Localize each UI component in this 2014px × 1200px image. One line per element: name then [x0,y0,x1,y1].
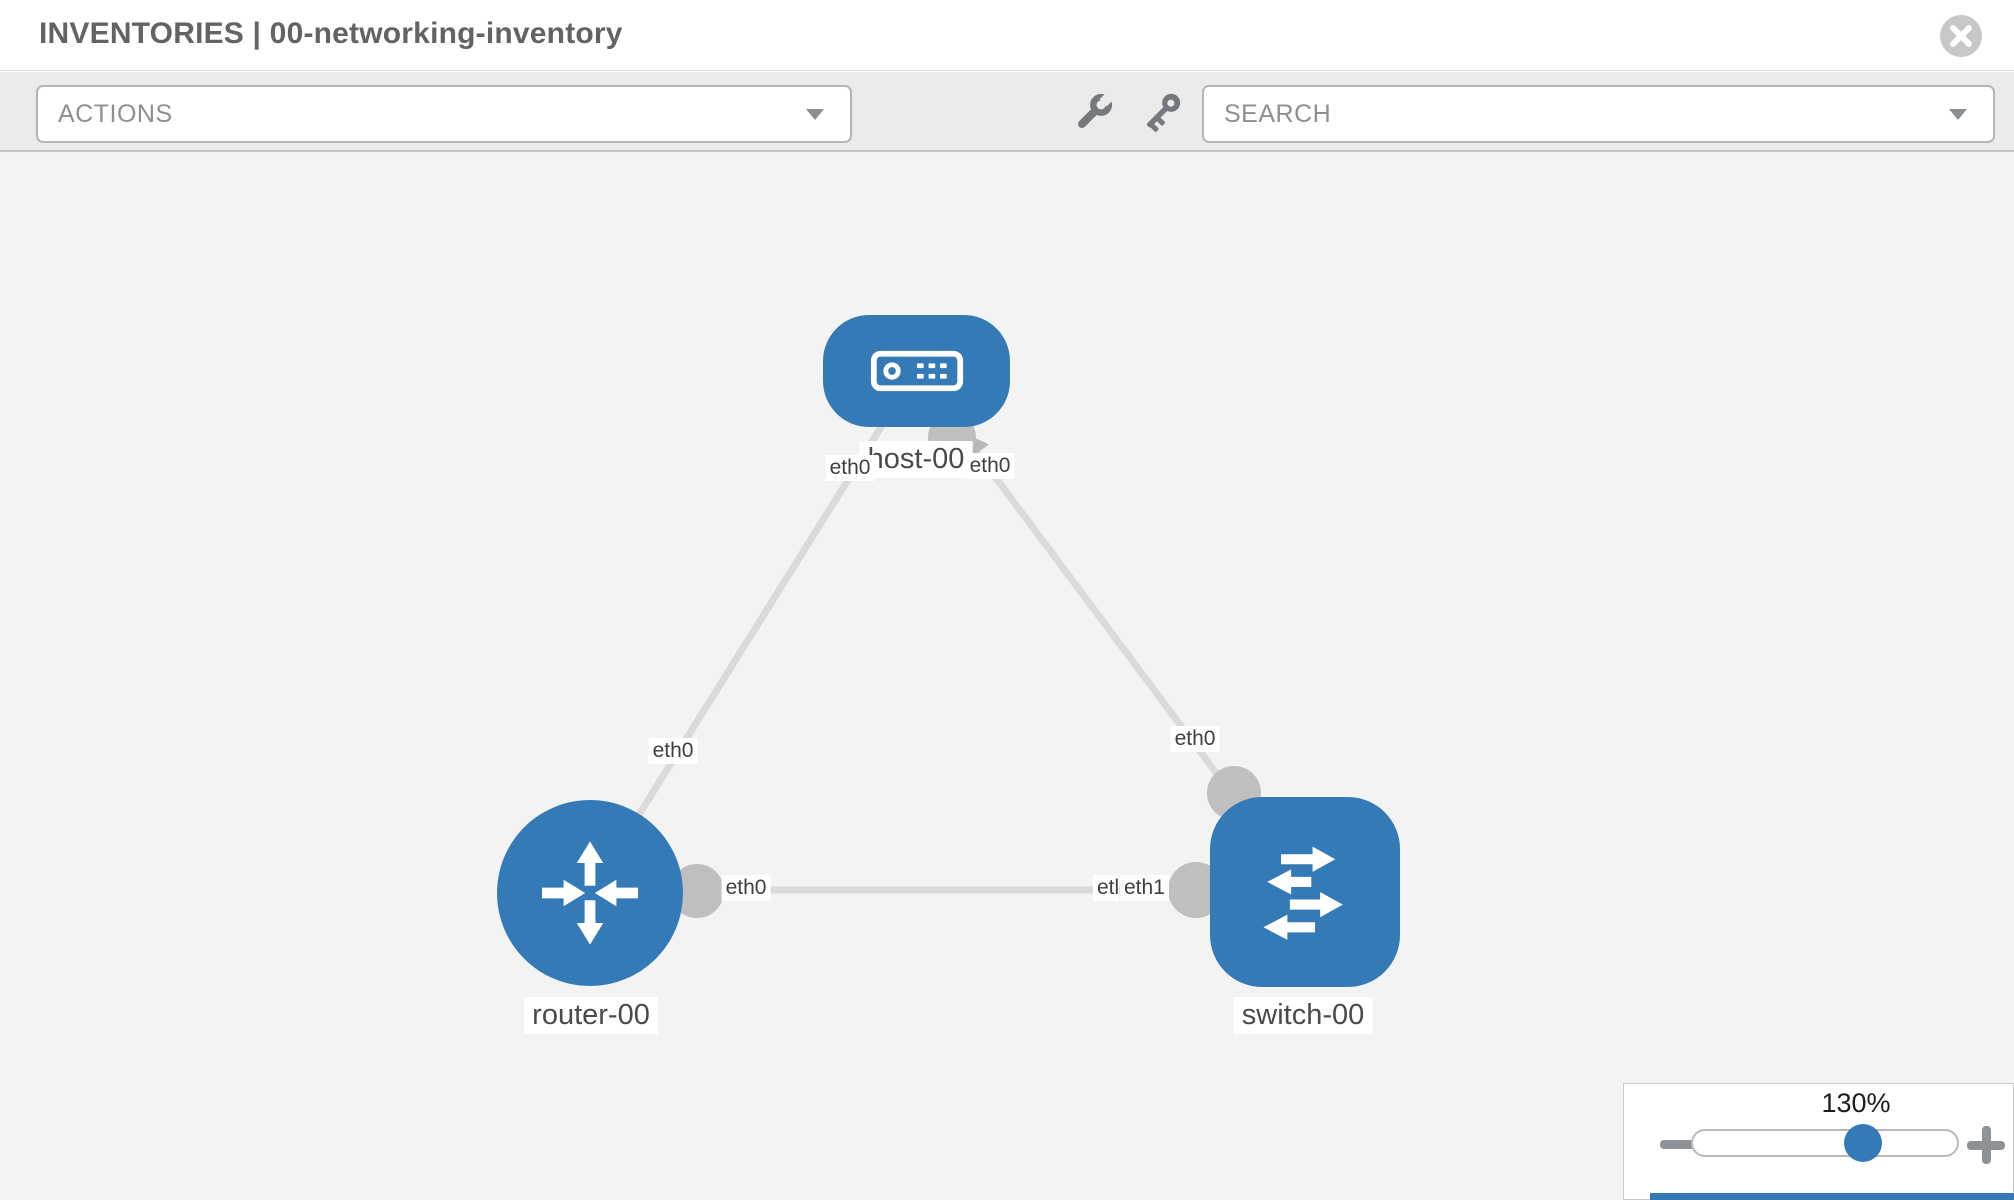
search-dropdown[interactable]: SEARCH [1202,85,1995,143]
interface-label-switch-eth1: eth1 [1120,875,1169,901]
actions-dropdown[interactable]: ACTIONS [36,85,852,143]
node-host-00[interactable] [823,315,1010,427]
zoom-in-button[interactable] [1967,1126,2005,1164]
router-arrows-icon [542,841,638,945]
zoom-level: 130% [1821,1088,1891,1118]
close-button[interactable] [1940,15,1982,57]
switch-arrows-icon [1263,846,1343,940]
key-panel-strip[interactable] [1650,1193,2014,1200]
search-dropdown-label: SEARCH [1224,99,1332,128]
header: INVENTORIES | 00-networking-inventory [0,0,2014,71]
server-icon [870,350,963,392]
interface-label-host-switch-eth0: eth0 [965,453,1015,479]
interface-label-host-router-eth0: eth0 [825,455,875,481]
chevron-down-icon [806,109,824,120]
interface-label-router-eth0: eth0 [648,738,698,764]
node-router-00[interactable] [497,800,683,986]
tools-button[interactable] [1068,86,1120,138]
node-label-host: host-00 [859,441,973,478]
node-label-router: router-00 [524,997,658,1034]
interface-label-router-eth0-horizontal: eth0 [721,875,771,901]
zoom-out-button[interactable] [1660,1128,1698,1160]
zoom-panel: 130% [1623,1083,2014,1200]
page-title: INVENTORIES | 00-networking-inventory [39,17,623,50]
node-label-switch: switch-00 [1233,997,1373,1034]
x-circle-icon [1950,25,1972,47]
actions-dropdown-label: ACTIONS [58,99,173,128]
toolbar: ACTIONS SEARC [0,72,2014,152]
chevron-down-icon [1949,109,1967,120]
topology-canvas[interactable]: host-00 router-00 switch-00 eth0 eth0 et… [0,152,2014,1200]
zoom-slider-track[interactable] [1691,1129,1959,1157]
wrench-icon [1077,91,1115,129]
node-switch-00[interactable] [1210,797,1400,987]
zoom-slider-handle[interactable] [1844,1124,1882,1162]
interface-label-overlap-fragment: etl [1093,875,1120,901]
key-button[interactable] [1136,86,1188,138]
links-layer [587,368,1308,918]
interface-connector-router-eth0[interactable] [670,864,724,918]
interface-label-switch-eth0: eth0 [1170,726,1220,752]
key-icon [1146,93,1181,132]
